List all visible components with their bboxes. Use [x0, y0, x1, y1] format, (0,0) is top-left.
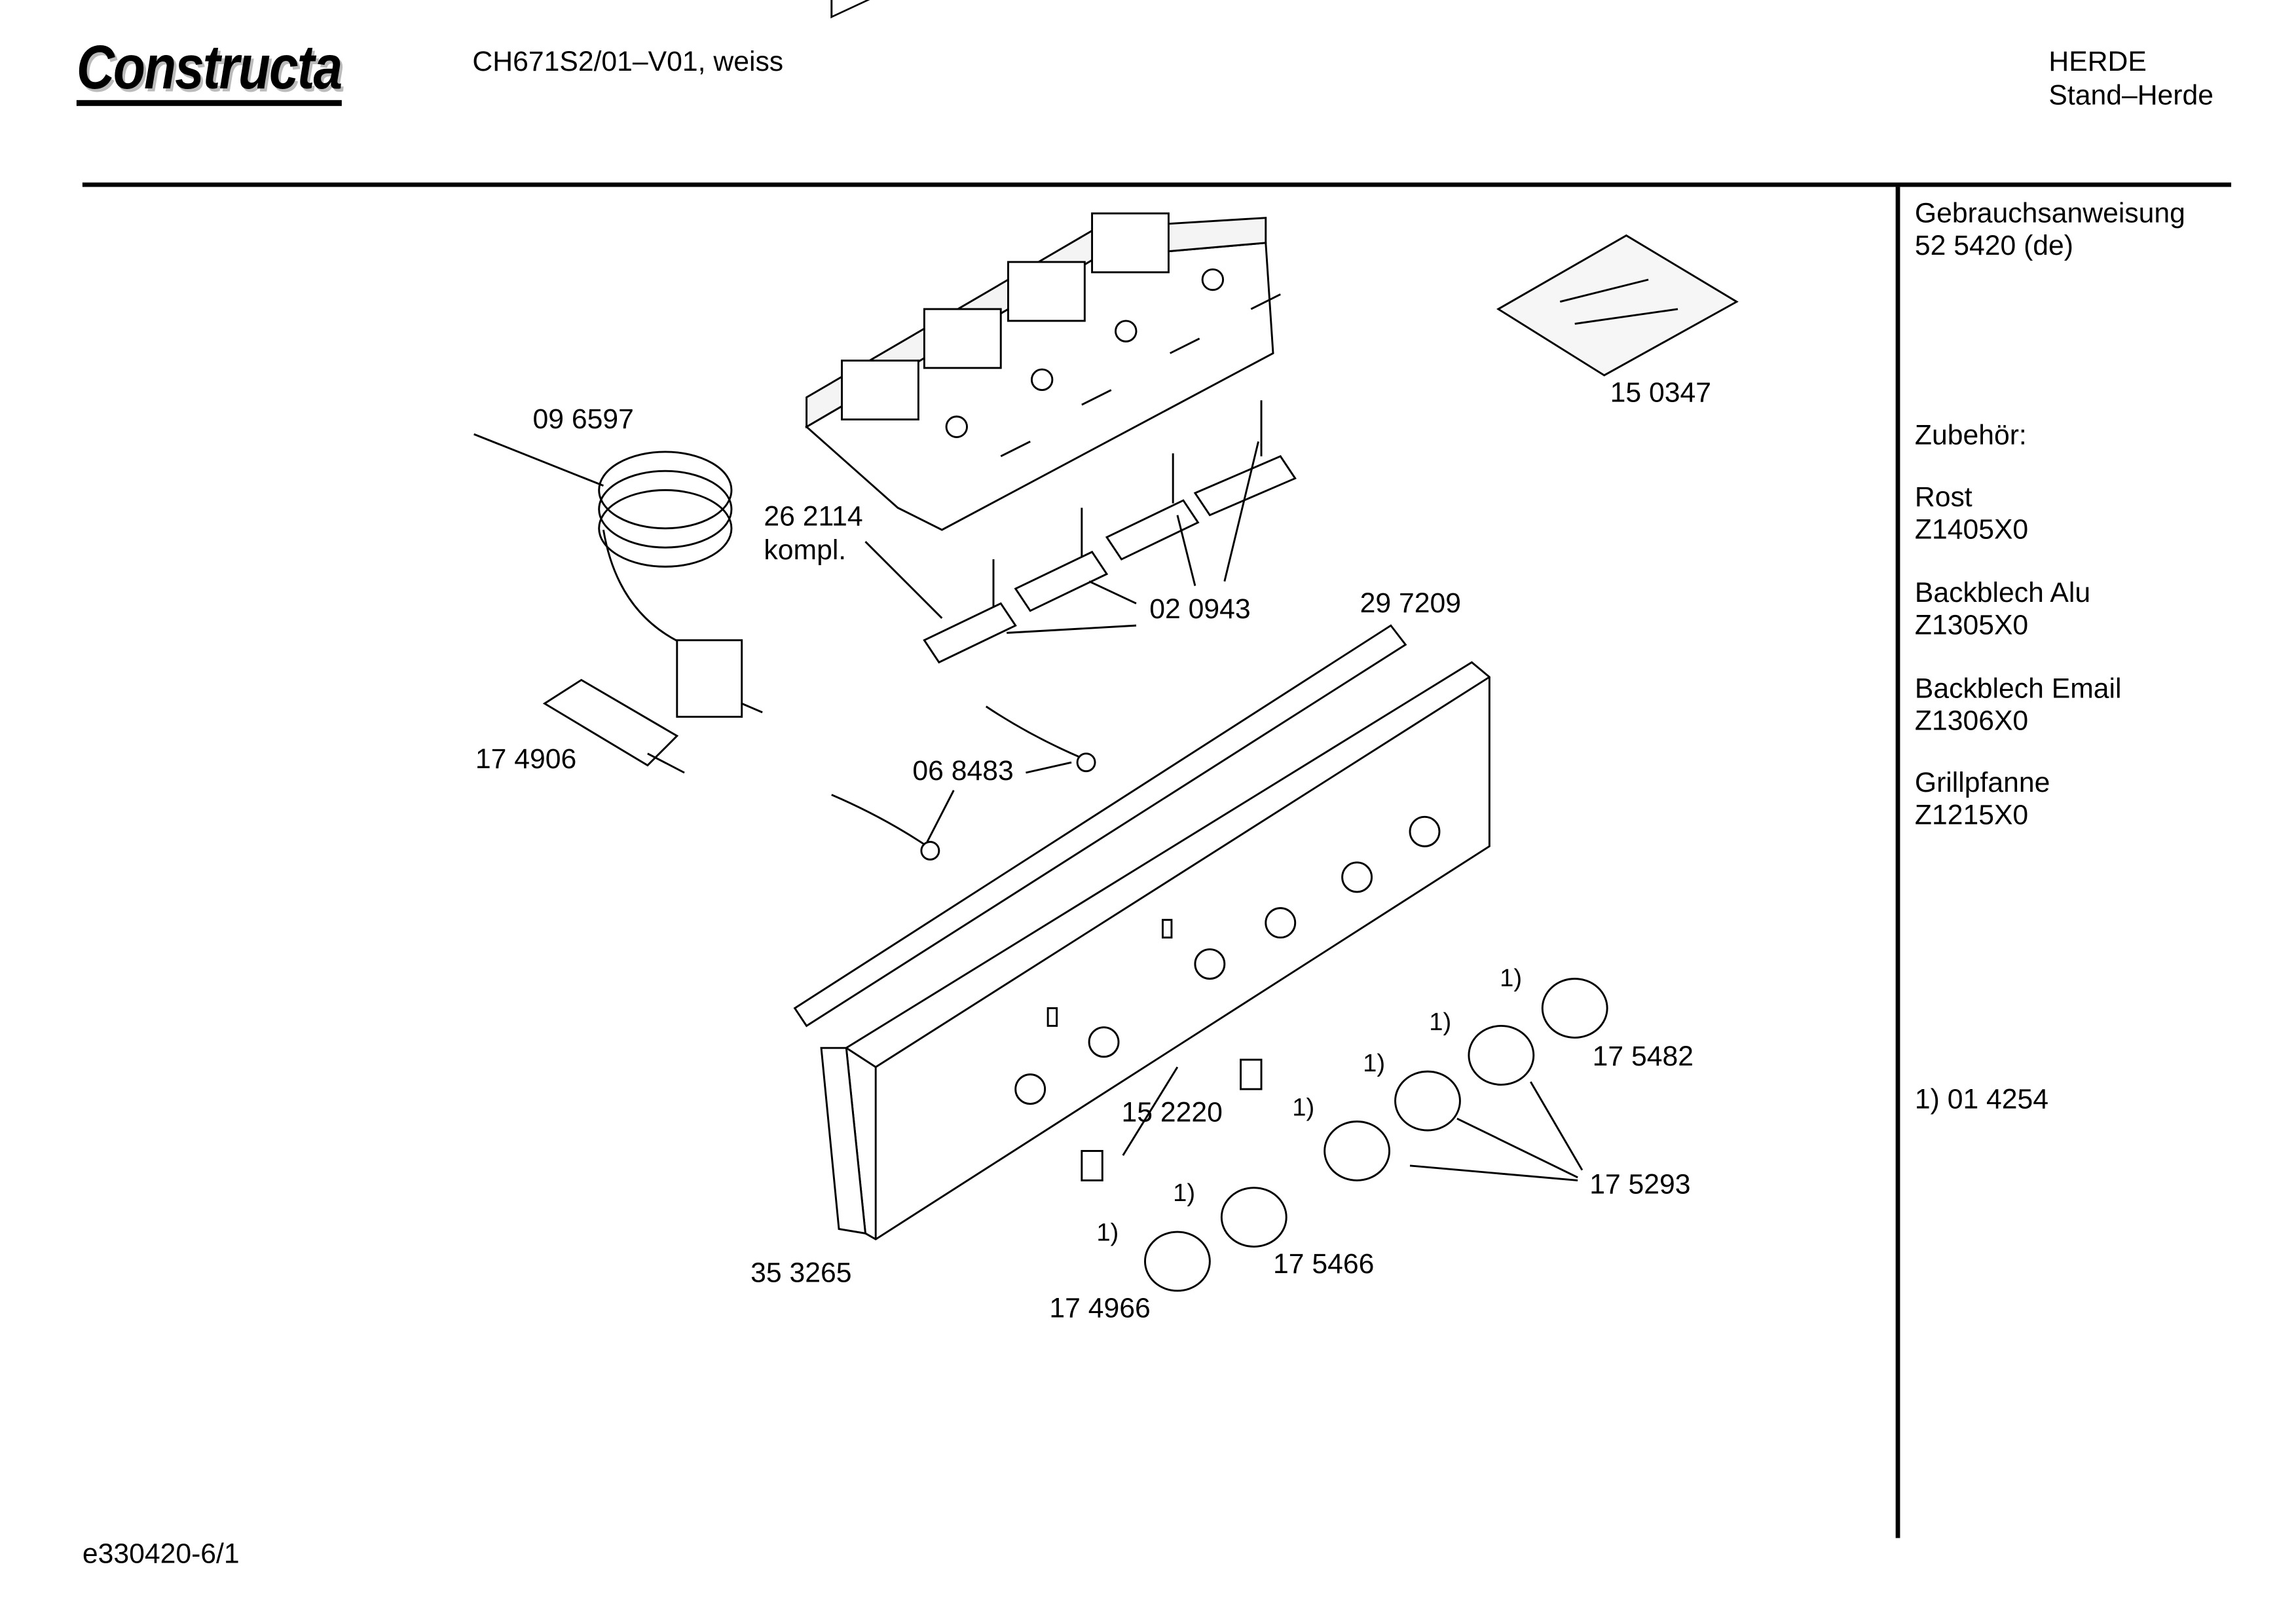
accessory-name: Grillpfanne [1914, 768, 2050, 800]
selector-switch [542, 678, 685, 774]
thermostat-sensor [473, 433, 763, 718]
accessory-name: Rost [1914, 483, 1972, 514]
indicator-lamps [831, 705, 1096, 861]
subcategory-label: Stand–Herde [2048, 81, 2214, 112]
part-label: 02 0943 [1149, 594, 1251, 626]
leader-lines [864, 441, 1583, 1181]
exploded-view-drawing [473, 0, 1739, 1292]
accessory-code: Z1405X0 [1914, 515, 2029, 546]
footnote-marker: 1) [1096, 1218, 1119, 1247]
sidebar-divider [1895, 187, 1900, 1538]
control-knobs [1081, 978, 1608, 1292]
manual-label: Gebrauchsanweisung [1914, 198, 2185, 230]
model-title: CH671S2/01–V01, weiss [472, 46, 784, 79]
screw-bag [1496, 234, 1739, 377]
part-label: 09 6597 [532, 405, 634, 436]
part-label: 06 8483 [912, 756, 1014, 788]
footnote-marker: 1) [1363, 1049, 1386, 1078]
accessory-code: Z1306X0 [1914, 706, 2029, 737]
accessory-name: Backblech Email [1914, 674, 2122, 705]
part-label: 15 0347 [1610, 378, 1712, 409]
accessory-code: Z1305X0 [1914, 610, 2029, 642]
accessories-label: Zubehör: [1914, 420, 2027, 452]
part-label: 17 5293 [1589, 1170, 1691, 1201]
control-panel [820, 661, 1491, 1241]
part-label: 17 5482 [1592, 1042, 1694, 1073]
document-id: e330420-6/1 [82, 1539, 240, 1570]
part-label: 29 7209 [1360, 588, 1461, 620]
part-label: 35 3265 [750, 1258, 852, 1289]
part-label-note: kompl. [764, 536, 847, 567]
switch-components [923, 400, 1297, 664]
part-label: 26 2114 [764, 502, 863, 533]
footnote-marker: 1) [1292, 1093, 1315, 1122]
part-label: 15 2220 [1121, 1098, 1223, 1129]
footnote: 1) 01 4254 [1914, 1085, 2049, 1116]
footnote-marker: 1) [1500, 964, 1523, 992]
header-divider [82, 182, 2232, 187]
footnote-marker: 1) [1173, 1179, 1196, 1207]
part-label: 17 4966 [1049, 1293, 1151, 1325]
switch-block-assembly [805, 0, 1281, 531]
part-label: 17 4906 [475, 745, 577, 776]
trim-strip [793, 624, 1407, 1028]
category-label: HERDE [2048, 46, 2147, 79]
footnote-marker: 1) [1429, 1008, 1452, 1037]
accessory-name: Backblech Alu [1914, 578, 2091, 610]
part-label: 17 5466 [1273, 1250, 1375, 1281]
accessory-code: Z1215X0 [1914, 800, 2029, 832]
manual-number: 52 5420 (de) [1914, 231, 2074, 263]
brand-logo: Constructa [76, 35, 343, 106]
